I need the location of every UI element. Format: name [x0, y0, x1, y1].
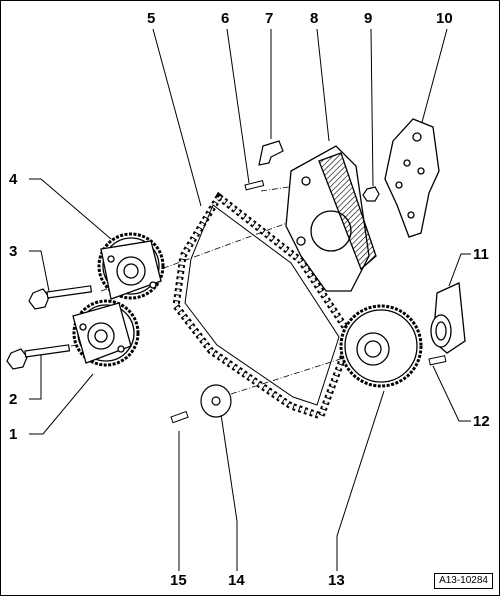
callout-4: 4	[9, 171, 18, 188]
bearing-bracket	[430, 282, 466, 354]
leader-11	[448, 253, 471, 287]
leader-1	[29, 373, 94, 435]
leader-10	[420, 28, 448, 127]
callout-2: 2	[9, 391, 18, 408]
leader-9	[370, 28, 374, 187]
leader-3	[29, 250, 50, 292]
guide-pin	[244, 180, 265, 191]
timing-chain	[172, 191, 355, 421]
callout-5: 5	[147, 10, 156, 27]
leader-6	[226, 28, 250, 184]
camshaft-adjuster-intake	[97, 232, 165, 300]
callout-14: 14	[228, 572, 245, 589]
bolt-lower	[6, 344, 71, 370]
callout-7: 7	[265, 10, 274, 27]
bolt-washer	[170, 410, 189, 424]
callout-15: 15	[170, 572, 187, 589]
leader-2	[29, 351, 42, 400]
leader-12	[432, 365, 471, 422]
callout-8: 8	[310, 10, 319, 27]
leader-8	[316, 28, 330, 142]
reference-code: A13-10284	[434, 573, 493, 589]
callout-12: 12	[473, 413, 490, 430]
callout-6: 6	[221, 10, 230, 27]
callout-13: 13	[328, 572, 345, 589]
nut	[362, 186, 380, 202]
leader-14	[218, 400, 238, 571]
washer	[200, 384, 232, 418]
leader-13	[336, 390, 385, 571]
crankshaft-sprocket	[339, 304, 423, 388]
cover-plate	[384, 118, 440, 238]
chain-tensioner-housing	[285, 145, 377, 292]
callout-9: 9	[364, 10, 373, 27]
camshaft-adjuster-exhaust	[72, 299, 140, 367]
callout-10: 10	[436, 10, 453, 27]
leader-4	[29, 178, 112, 240]
callout-1: 1	[9, 426, 18, 443]
bolt-bracket	[428, 355, 447, 366]
bracket-clip	[258, 140, 284, 166]
callout-11: 11	[473, 246, 489, 263]
leader-5	[152, 28, 202, 207]
leader-lines	[29, 28, 471, 571]
bolt-upper	[28, 285, 93, 310]
callout-3: 3	[9, 243, 18, 260]
